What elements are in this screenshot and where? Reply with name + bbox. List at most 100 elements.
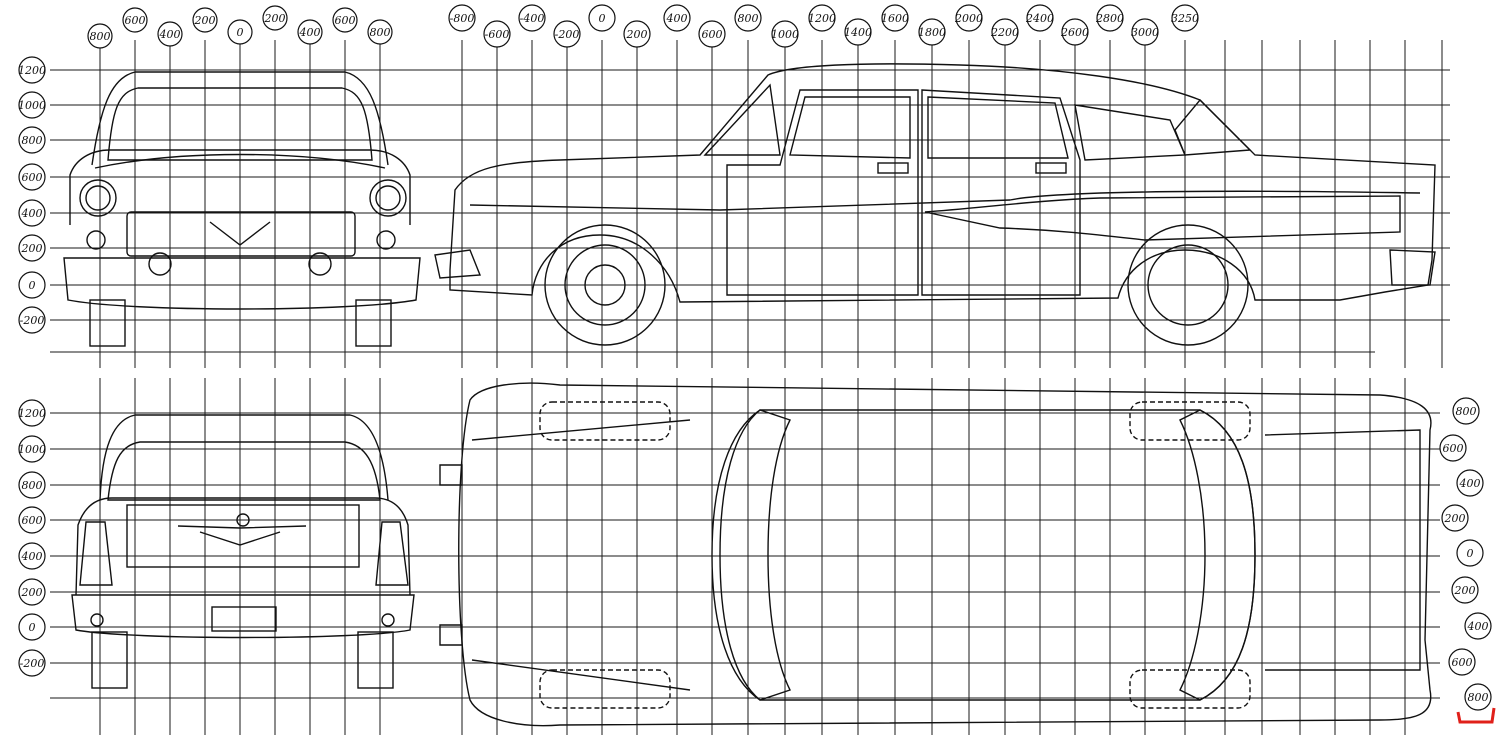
top-side-label: 0 bbox=[1456, 539, 1484, 567]
rear-side-label: 200 bbox=[18, 578, 46, 606]
rear-side-label: 0 bbox=[18, 613, 46, 641]
front-side-label: 400 bbox=[18, 199, 46, 227]
label-circle bbox=[18, 306, 46, 334]
front-right-bumper-guard bbox=[308, 252, 332, 276]
label-text: 600 bbox=[1443, 442, 1464, 455]
front-right-fog-lamp bbox=[376, 230, 396, 250]
label-circle bbox=[553, 20, 581, 48]
front-top-label: 400 bbox=[157, 21, 183, 47]
top-rear-left-wheel-well bbox=[1129, 401, 1251, 441]
label-text: 200 bbox=[21, 242, 43, 255]
rear-side-label: -200 bbox=[18, 649, 46, 677]
label-text: 600 bbox=[702, 28, 723, 41]
side-top-label: 600 bbox=[698, 20, 726, 48]
label-circle bbox=[1452, 397, 1480, 425]
label-text: 2400 bbox=[1025, 12, 1054, 25]
side-top-label: -600 bbox=[483, 20, 511, 48]
top-trunk bbox=[1264, 429, 1421, 671]
top-side-label: 600 bbox=[1439, 434, 1467, 462]
front-top-label: 800 bbox=[87, 23, 113, 49]
front-right-headlight-inner bbox=[375, 185, 401, 211]
label-circle bbox=[1456, 469, 1484, 497]
label-text: 600 bbox=[22, 514, 43, 527]
front-side-label: 200 bbox=[18, 234, 46, 262]
side-rear-bumper bbox=[1389, 249, 1436, 286]
front-top-label: 600 bbox=[332, 7, 358, 33]
label-circle bbox=[1441, 504, 1469, 532]
reference-grid bbox=[50, 40, 1450, 735]
side-fin-panel bbox=[924, 195, 1401, 241]
front-side-label: -200 bbox=[18, 306, 46, 334]
front-bumper bbox=[63, 257, 421, 310]
label-text: 800 bbox=[22, 134, 43, 147]
front-hood-line bbox=[94, 153, 386, 169]
front-right-tire bbox=[355, 299, 392, 347]
top-windshield bbox=[719, 409, 791, 701]
label-circle bbox=[18, 613, 46, 641]
front-top-label: 600 bbox=[122, 7, 148, 33]
label-text: -200 bbox=[20, 657, 45, 670]
top-side-label: 800 bbox=[1464, 683, 1492, 711]
label-circle bbox=[157, 21, 183, 47]
top-body-outline bbox=[458, 382, 1432, 727]
side-top-label: 3250 bbox=[1171, 4, 1199, 32]
label-text: 600 bbox=[22, 171, 43, 184]
label-text: 400 bbox=[159, 28, 181, 41]
side-top-label: 1800 bbox=[918, 18, 946, 46]
label-text: 400 bbox=[666, 12, 688, 25]
front-view bbox=[63, 71, 421, 347]
rear-left-reflector bbox=[90, 613, 104, 627]
label-circle bbox=[18, 91, 46, 119]
label-circle bbox=[367, 19, 393, 45]
front-top-label: 0 bbox=[227, 19, 253, 45]
label-text: 800 bbox=[370, 26, 391, 39]
rear-left-tire bbox=[91, 631, 128, 689]
label-text: 800 bbox=[1456, 405, 1477, 418]
side-front-wheel-cap bbox=[564, 244, 646, 326]
top-side-label: 600 bbox=[1448, 648, 1476, 676]
label-circle bbox=[1439, 434, 1467, 462]
label-circle bbox=[18, 435, 46, 463]
front-left-headlight bbox=[79, 179, 117, 217]
label-circle bbox=[1464, 683, 1492, 711]
side-windshield bbox=[703, 83, 781, 156]
label-circle bbox=[518, 4, 546, 32]
rear-bumper bbox=[71, 594, 415, 639]
label-circle bbox=[881, 4, 909, 32]
side-quarter-window bbox=[1074, 104, 1187, 161]
label-circle bbox=[698, 20, 726, 48]
top-side-label: 400 bbox=[1456, 469, 1484, 497]
label-circle bbox=[18, 56, 46, 84]
label-text: 1000 bbox=[771, 28, 799, 41]
label-text: -200 bbox=[555, 28, 580, 41]
rear-side-label: 600 bbox=[18, 506, 46, 534]
front-side-label: 0 bbox=[18, 271, 46, 299]
label-circle bbox=[192, 7, 218, 33]
label-circle bbox=[734, 4, 762, 32]
label-text: 400 bbox=[21, 207, 43, 220]
side-front-door bbox=[726, 89, 919, 296]
top-right-mirror bbox=[439, 624, 463, 646]
top-hood bbox=[471, 419, 691, 691]
label-text: 400 bbox=[1459, 477, 1481, 490]
side-top-label: 0 bbox=[588, 4, 616, 32]
rear-view bbox=[71, 414, 415, 689]
side-chrome-trim bbox=[469, 190, 1421, 211]
label-text: 800 bbox=[738, 12, 759, 25]
label-circle bbox=[808, 4, 836, 32]
label-circle bbox=[18, 542, 46, 570]
label-text: -800 bbox=[450, 12, 475, 25]
label-text: 200 bbox=[626, 28, 648, 41]
label-text: 200 bbox=[1444, 512, 1466, 525]
label-circle bbox=[1171, 4, 1199, 32]
label-circle bbox=[1096, 4, 1124, 32]
side-rear-door-handle bbox=[1035, 162, 1067, 174]
rear-trunk-lid bbox=[126, 504, 360, 568]
label-circle bbox=[332, 7, 358, 33]
top-roof bbox=[711, 409, 1256, 701]
label-text: 0 bbox=[237, 26, 244, 39]
label-circle bbox=[122, 7, 148, 33]
label-text: 0 bbox=[1467, 547, 1474, 560]
